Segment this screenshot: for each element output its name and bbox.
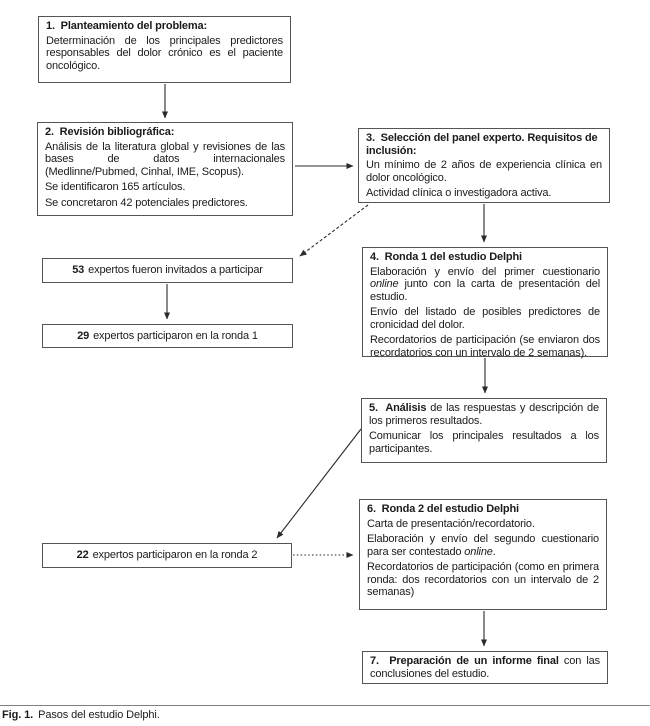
step-5-paragraph-2: Comunicar los principales resultados a l…	[369, 430, 599, 455]
step-6-paragraph-1: Carta de presentación/recordatorio.	[367, 517, 535, 530]
step-4-paragraph-1: Elaboración y envío del primer cuestiona…	[370, 265, 600, 303]
experts-invited-label: expertos fueron invitados a participar	[88, 264, 263, 277]
experts-round-2-box: 22 expertos participaron en la ronda 2	[42, 543, 292, 568]
experts-round-2-label: expertos participaron en la ronda 2	[92, 549, 258, 562]
step-2-literature-review-box: 2. Revisión bibliográfica: Análisis de l…	[37, 122, 293, 216]
figure-caption-label: Fig. 1.	[2, 709, 34, 721]
experts-invited-count: 53	[72, 264, 85, 277]
step-2-paragraph-3: Se concretaron 42 potenciales predictore…	[45, 196, 248, 209]
step-3-panel-selection-box: 3. Selección del panel experto. Requisit…	[358, 128, 610, 203]
step-2-paragraph-1: Análisis de la literatura global y revis…	[45, 140, 285, 178]
step-2-paragraph-2: Se identificaron 165 artículos.	[45, 181, 186, 193]
experts-round-1-box: 29 expertos participaron en la ronda 1	[42, 324, 293, 348]
step-6-delphi-round-2-box: 6. Ronda 2 del estudio Delphi Carta de p…	[359, 499, 607, 610]
experts-invited-box: 53 expertos fueron invitados a participa…	[42, 258, 293, 283]
figure-caption: Fig. 1. Pasos del estudio Delphi.	[2, 709, 160, 722]
step-5-paragraph-1: 5. Análisis de las respuestas y descripc…	[369, 402, 599, 427]
figure-caption-text: Pasos del estudio Delphi.	[38, 709, 160, 721]
step-6-paragraph-2: Elaboración y envío del segundo cuestion…	[367, 533, 599, 558]
step-4-paragraph-3: Recordatorios de participación (se envia…	[370, 334, 600, 359]
experts-round-1-count: 29	[77, 329, 90, 342]
step-3-paragraph-1: Un mínimo de 2 años de experiencia clíni…	[366, 159, 602, 184]
step-7-final-report-box: 7. Preparación de un informe final con l…	[362, 651, 608, 684]
experts-round-2-count: 22	[76, 549, 89, 562]
experts-round-1-label: expertos participaron en la ronda 1	[93, 329, 258, 342]
step-3-paragraph-2: Actividad clínica o investigadora activa…	[366, 187, 552, 199]
arrow-step5-to-round2	[276, 428, 362, 539]
step-6-title: 6. Ronda 2 del estudio Delphi	[367, 503, 519, 515]
step-4-title: 4. Ronda 1 del estudio Delphi	[370, 251, 522, 263]
step-1-title: 1. Planteamiento del problema:	[46, 20, 208, 32]
caption-divider-rule	[0, 705, 650, 706]
step-2-title: 2. Revisión bibliográfica:	[45, 126, 175, 138]
step-4-delphi-round-1-box: 4. Ronda 1 del estudio Delphi Elaboració…	[362, 247, 608, 359]
arrow-step3-to-invited-dashed	[299, 204, 369, 257]
step-1-body: Determinación de los principales predict…	[46, 34, 283, 72]
step-7-paragraph: 7. Preparación de un informe final con l…	[370, 655, 600, 680]
step-5-analysis-box: 5. Análisis de las respuestas y descripc…	[361, 398, 607, 463]
step-3-title: 3. Selección del panel experto. Requisit…	[366, 132, 598, 157]
step-4-paragraph-2: Envío del listado de posibles predictore…	[370, 306, 600, 331]
step-6-paragraph-3: Recordatorios de participación (como en …	[367, 561, 599, 598]
step-1-problem-box: 1. Planteamiento del problema: Determina…	[38, 16, 291, 83]
